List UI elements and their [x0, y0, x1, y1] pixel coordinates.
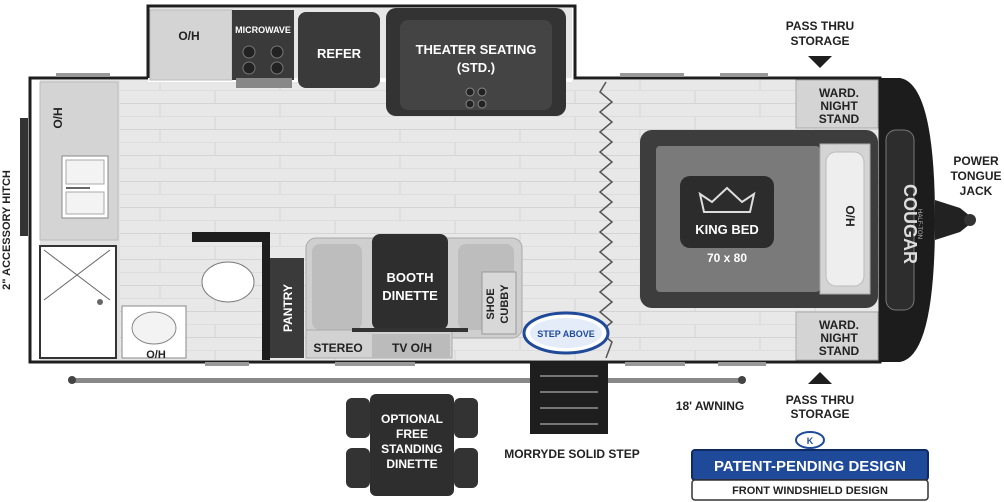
window — [56, 73, 110, 77]
shoe-cubby — [481, 271, 517, 335]
power-1: POWER — [953, 154, 999, 168]
wardrobe-bottom — [795, 311, 879, 361]
microwave — [232, 10, 294, 80]
dinette-table — [372, 234, 448, 330]
tongue-jack — [935, 200, 975, 240]
refer-label: REFER — [317, 46, 362, 61]
accessory-hitch-label: 2" ACCESSORY HITCH — [1, 170, 13, 290]
pass-thru-top-1: PASS THRU — [786, 19, 854, 33]
exterior-labels: PASS THRU STORAGE PASS THRU STORAGE POWE… — [1, 19, 1002, 496]
shoe-label-1: SHOE — [485, 288, 497, 319]
dinette-2: FREE — [396, 427, 428, 441]
pass-thru-top-2: STORAGE — [790, 34, 849, 48]
awning-label: 18' AWNING — [676, 399, 744, 413]
stereo-label: STEREO — [313, 341, 362, 355]
accessory-hitch-bar — [20, 118, 28, 236]
arrow-up-icon — [808, 372, 832, 384]
morryde-step — [530, 362, 608, 434]
range — [236, 78, 292, 88]
booth-label-2: DINETTE — [382, 288, 438, 303]
ward-bot-3: STAND — [819, 344, 860, 358]
ward-top-1: WARD. — [819, 86, 859, 100]
shower — [39, 245, 117, 359]
bedroom: WARD. NIGHT STAND WARD. NIGHT STAND KING… — [640, 79, 879, 361]
microwave-label: MICROWAVE — [235, 25, 291, 35]
pass-thru-bot-2: STORAGE — [790, 407, 849, 421]
bed-size-label: 70 x 80 — [707, 251, 747, 265]
window — [625, 362, 685, 366]
ward-top-3: STAND — [819, 112, 860, 126]
step-above-text: STEP ABOVE — [537, 329, 595, 339]
tv-oh-label: TV O/H — [392, 341, 432, 355]
arrow-down-icon — [808, 56, 832, 68]
slide-out-items: O/H MICROWAVE REFER THEATER SEATING (STD… — [149, 8, 566, 116]
window — [205, 362, 249, 366]
crown-icon — [698, 186, 756, 213]
theater-seating-label-2: (STD.) — [457, 60, 495, 75]
refrigerator — [298, 12, 380, 88]
overhead-cabinet — [149, 9, 233, 81]
shoe-label-2: CUBBY — [499, 284, 511, 324]
break-line — [598, 81, 614, 359]
patent-subtitle: FRONT WINDSHIELD DESIGN — [732, 485, 888, 497]
patent-badge: K PATENT-PENDING DESIGN FRONT WINDSHIELD… — [691, 431, 929, 501]
rear-area: O/H O/H PANTRY — [39, 81, 304, 361]
svg-text:K: K — [807, 436, 814, 446]
ward-bot-2: NIGHT — [820, 331, 858, 345]
patent-title: PATENT-PENDING DESIGN — [714, 458, 906, 475]
rear-oh-label: O/H — [51, 107, 65, 128]
front-cap: COUGAR HALF-TON — [880, 78, 976, 362]
booth-label-1: BOOTH — [387, 270, 434, 285]
dinette-1: OPTIONAL — [381, 412, 443, 426]
optional-dinette — [370, 394, 454, 496]
morryde-label: MORRYDE SOLID STEP — [504, 447, 640, 461]
dinette-3: STANDING — [381, 442, 443, 456]
ward-bot-1: WARD. — [819, 318, 859, 332]
power-3: JACK — [960, 184, 993, 198]
booth-dinette: BOOTH DINETTE SHOE CUBBY STEREO TV O/H — [305, 234, 523, 359]
dinette-4: DINETTE — [386, 457, 437, 471]
power-2: TONGUE — [950, 169, 1001, 183]
toilet — [201, 261, 255, 303]
window — [335, 362, 415, 366]
step-above-logo: STEP ABOVE — [522, 311, 610, 355]
window — [620, 73, 684, 77]
window — [718, 362, 766, 366]
ward-top-2: NIGHT — [820, 99, 858, 113]
pantry — [270, 258, 304, 358]
bed-oh-label: O/H — [843, 205, 857, 226]
pantry-label: PANTRY — [281, 284, 295, 332]
theater-seating-label-1: THEATER SEATING — [416, 42, 537, 57]
bath-oh-label: O/H — [146, 349, 166, 361]
brand-sub: HALF-TON — [916, 209, 922, 239]
pass-thru-bot-1: PASS THRU — [786, 393, 854, 407]
brand-name: COUGAR — [900, 184, 920, 264]
awning — [72, 378, 742, 383]
oh-label: O/H — [178, 29, 199, 43]
window — [720, 73, 768, 77]
king-bed-label: KING BED — [695, 222, 759, 237]
wardrobe-top — [795, 79, 879, 129]
k-logo-icon — [795, 431, 825, 449]
